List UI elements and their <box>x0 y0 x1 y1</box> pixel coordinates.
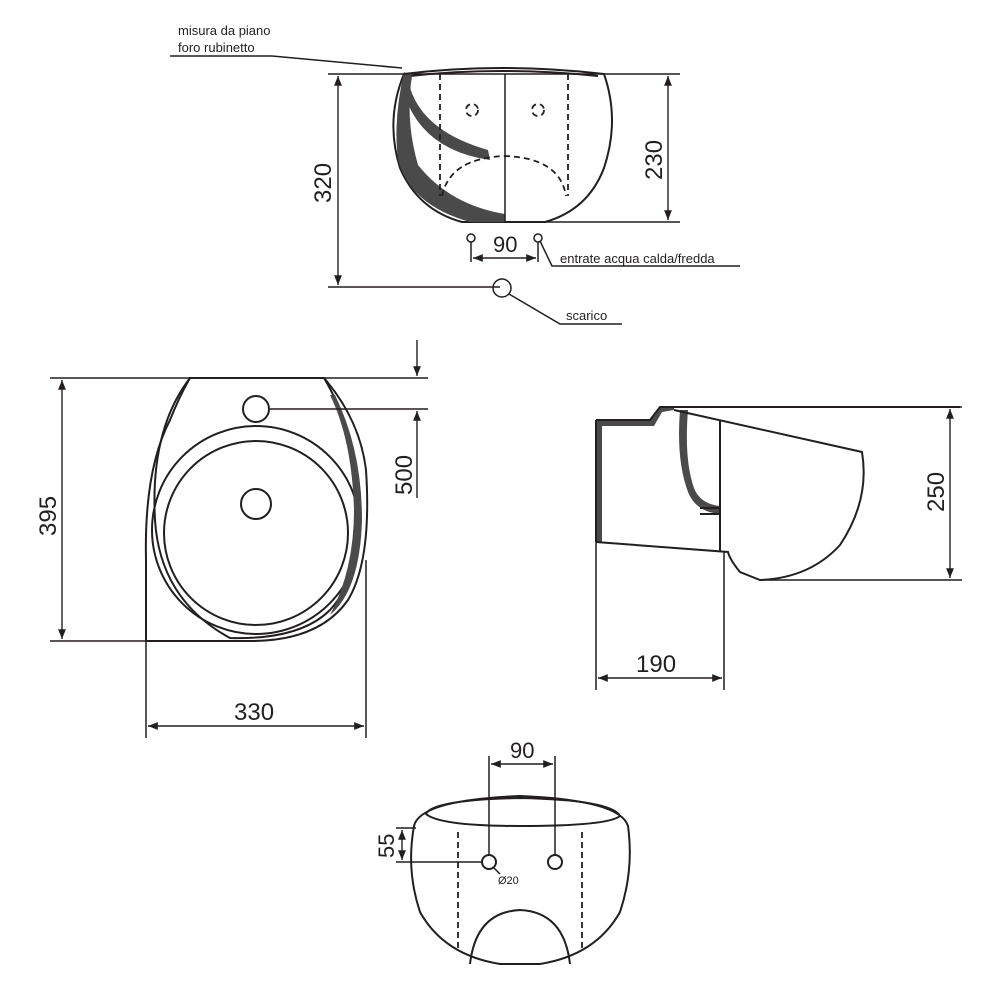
side-section-hatch <box>596 407 674 542</box>
dim-55-label: 55 <box>374 834 399 858</box>
plan-rim-hatch <box>330 395 362 615</box>
plan-basin-outer <box>151 425 361 635</box>
front-view: 320 230 90 entrate acqua calda/fredda sc… <box>170 23 740 325</box>
front-inner-basin-section <box>403 80 490 160</box>
front-hidden-hole-left <box>465 103 479 117</box>
drain-label: scarico <box>566 308 607 323</box>
dim-330-label: 330 <box>234 699 274 726</box>
front-bowl-outline <box>392 67 613 223</box>
side-drain-stub <box>700 507 721 515</box>
dim-190-label: 190 <box>636 651 676 678</box>
side-outline <box>596 406 960 421</box>
front-hidden-hole-right <box>531 103 545 117</box>
side-inner-hatch <box>679 410 720 514</box>
dim-320-label: 320 <box>310 163 337 203</box>
inlet-hot-icon <box>466 233 476 243</box>
front-hidden-arch <box>441 155 567 197</box>
dim-90-front-label: 90 <box>493 232 517 257</box>
diameter-leader <box>493 867 501 875</box>
plan-outer-outline <box>144 377 369 642</box>
side-view: 250 190 <box>595 406 962 690</box>
inlets-label: entrate acqua calda/fredda <box>560 251 715 266</box>
front-section-hatch <box>396 72 505 222</box>
plan-tap-hole <box>242 395 270 423</box>
back-plate <box>457 832 583 950</box>
plan-drain-hole <box>240 488 272 520</box>
dim-250-label: 250 <box>923 472 950 512</box>
drain-leader <box>508 293 622 325</box>
back-rim-inner <box>424 796 622 828</box>
plan-basin <box>163 440 349 626</box>
drain-icon <box>492 278 512 298</box>
dim-90-back-label: 90 <box>510 738 534 763</box>
front-hidden-box <box>439 74 569 196</box>
dim-230-label: 230 <box>641 140 668 180</box>
back-view: 90 55 Ø20 <box>374 738 631 965</box>
back-hole-right <box>547 854 563 870</box>
inlets-leader <box>539 240 740 267</box>
back-outer-outline <box>410 794 631 965</box>
dim-395-label: 395 <box>35 496 62 536</box>
back-hole-left <box>481 854 497 870</box>
inlet-cold-icon <box>533 233 543 243</box>
tap-hole-leader <box>170 55 403 69</box>
side-bowl-outline <box>595 409 865 582</box>
diameter-label: Ø20 <box>498 875 519 887</box>
back-arch <box>469 908 571 965</box>
dim-500-label: 500 <box>391 455 418 495</box>
tap-hole-label-line2: foro rubinetto <box>178 40 255 55</box>
top-view: 395 500 330 <box>35 340 428 738</box>
plan-inner-rim <box>153 377 362 640</box>
tap-hole-label-line1: misura da piano <box>178 23 271 38</box>
